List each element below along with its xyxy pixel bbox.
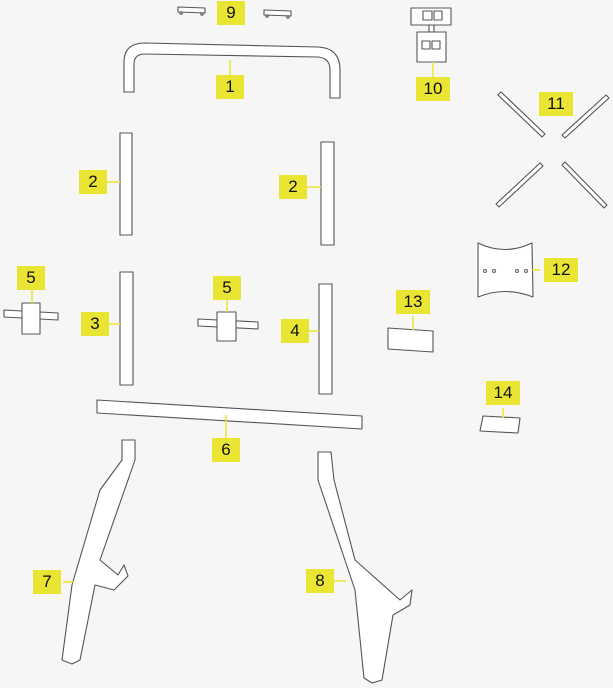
label-10: 10 [416,77,450,101]
part-6-beam [96,399,363,430]
label-7: 7 [33,570,61,594]
part-1-crossbar [123,42,341,99]
part-5-clamp-left [3,302,59,335]
label-5-center: 5 [213,276,241,300]
label-4: 4 [281,319,309,343]
label-12: 12 [544,258,578,282]
part-2-tube-right [320,141,335,246]
part-14-bracket [479,415,521,434]
label-1: 1 [216,75,244,99]
label-14: 14 [486,381,520,405]
part-13-clamp [387,327,434,353]
part-2-tube-left [119,132,133,236]
label-6: 6 [212,438,240,462]
label-3: 3 [81,312,109,336]
part-3-tube [119,271,134,386]
part-12-plate [477,242,534,298]
part-9-end-caps [177,6,292,19]
part-11-arms [495,91,610,209]
label-13: 13 [396,290,430,314]
label-9: 9 [217,1,245,25]
label-5-left: 5 [17,266,45,290]
part-5-clamp-center [197,311,259,342]
label-2-left: 2 [79,170,107,194]
label-8: 8 [306,569,334,593]
part-7-leg [61,439,136,665]
label-11: 11 [539,92,573,116]
part-8-leg [317,451,413,684]
label-2-right: 2 [279,175,307,199]
part-10-bracket [410,7,452,63]
part-4-tube [318,283,333,395]
